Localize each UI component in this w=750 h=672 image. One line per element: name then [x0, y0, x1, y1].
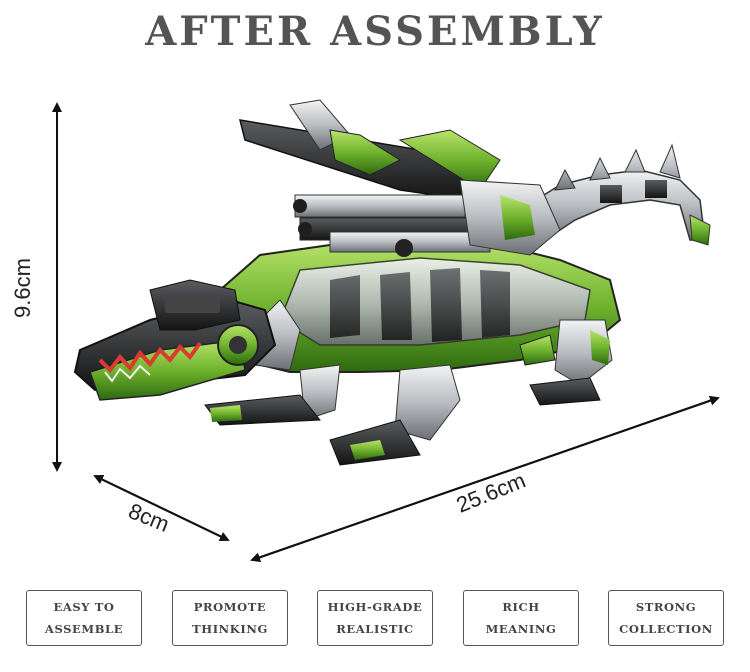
feature-line1: PROMOTE: [193, 600, 267, 614]
length-arrow-end: [257, 395, 720, 559]
feature-line1: HIGH-GRADE: [327, 600, 423, 614]
feature-high-grade-realistic: HIGH-GRADE REALISTIC: [317, 590, 433, 646]
feature-line2: ASSEMBLE: [44, 622, 124, 636]
feature-promote-thinking: PROMOTE THINKING: [172, 590, 288, 646]
feature-line1: RICH: [502, 600, 540, 614]
feature-rich-meaning: RICH MEANING: [463, 590, 579, 646]
depth-arrow-end: [100, 478, 230, 542]
page-title: AFTER ASSEMBLY: [145, 8, 605, 55]
feature-boxes: EASY TO ASSEMBLE PROMOTE THINKING HIGH-G…: [26, 590, 726, 648]
feature-line2: REALISTIC: [336, 622, 414, 636]
feature-line1: EASY TO: [53, 600, 115, 614]
feature-strong-collection: STRONG COLLECTION: [608, 590, 724, 646]
tail: [518, 143, 711, 246]
feature-easy-to-assemble: EASY TO ASSEMBLE: [26, 590, 142, 646]
crocodile-model: [73, 99, 711, 466]
feature-line2: MEANING: [485, 622, 557, 636]
feature-line2: COLLECTION: [619, 622, 713, 636]
head: [73, 279, 277, 401]
feature-line2: THINKING: [192, 622, 268, 636]
legs: [204, 319, 613, 466]
back-cannons: [238, 99, 561, 257]
dimension-arrows: [52, 102, 720, 563]
feature-line1: STRONG: [635, 600, 697, 614]
height-dimension-label: 9.6cm: [10, 258, 35, 318]
